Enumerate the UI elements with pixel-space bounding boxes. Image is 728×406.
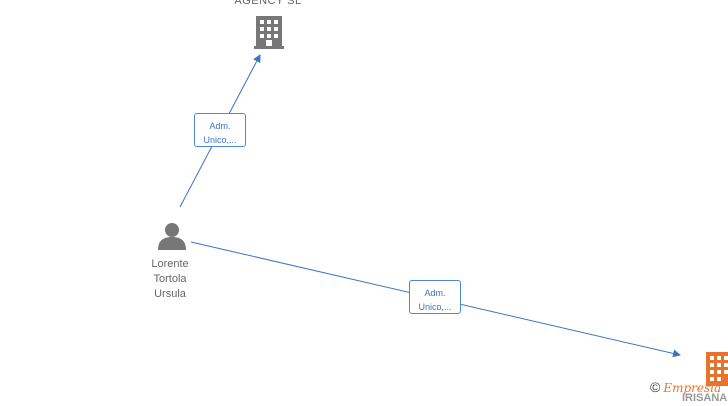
- person-label-line: Tortola: [153, 273, 187, 285]
- edge-label-line: Unico,...: [418, 302, 452, 312]
- company-top-label[interactable]: AGENCY SL: [234, 0, 302, 7]
- person-icon[interactable]: [158, 223, 186, 250]
- edge-label-line: Adm.: [424, 288, 446, 298]
- edge-label-bottom[interactable]: Adm. Unico,...: [409, 280, 461, 314]
- edge-label-top[interactable]: Adm. Unico,...: [194, 113, 246, 147]
- building-icon[interactable]: [706, 352, 728, 386]
- edge-label-line: Unico,...: [203, 135, 237, 145]
- copyright-symbol: ©: [650, 379, 661, 395]
- edge-label-line: Adm.: [209, 121, 231, 131]
- watermark: ©Empresia: [650, 379, 721, 395]
- building-icon[interactable]: [254, 16, 284, 49]
- person-label-line: Ursula: [154, 288, 186, 300]
- brand-logo: Empresia: [663, 381, 722, 395]
- person-label[interactable]: Lorente Tortola Ursula: [130, 257, 210, 302]
- person-label-line: Lorente: [151, 258, 189, 270]
